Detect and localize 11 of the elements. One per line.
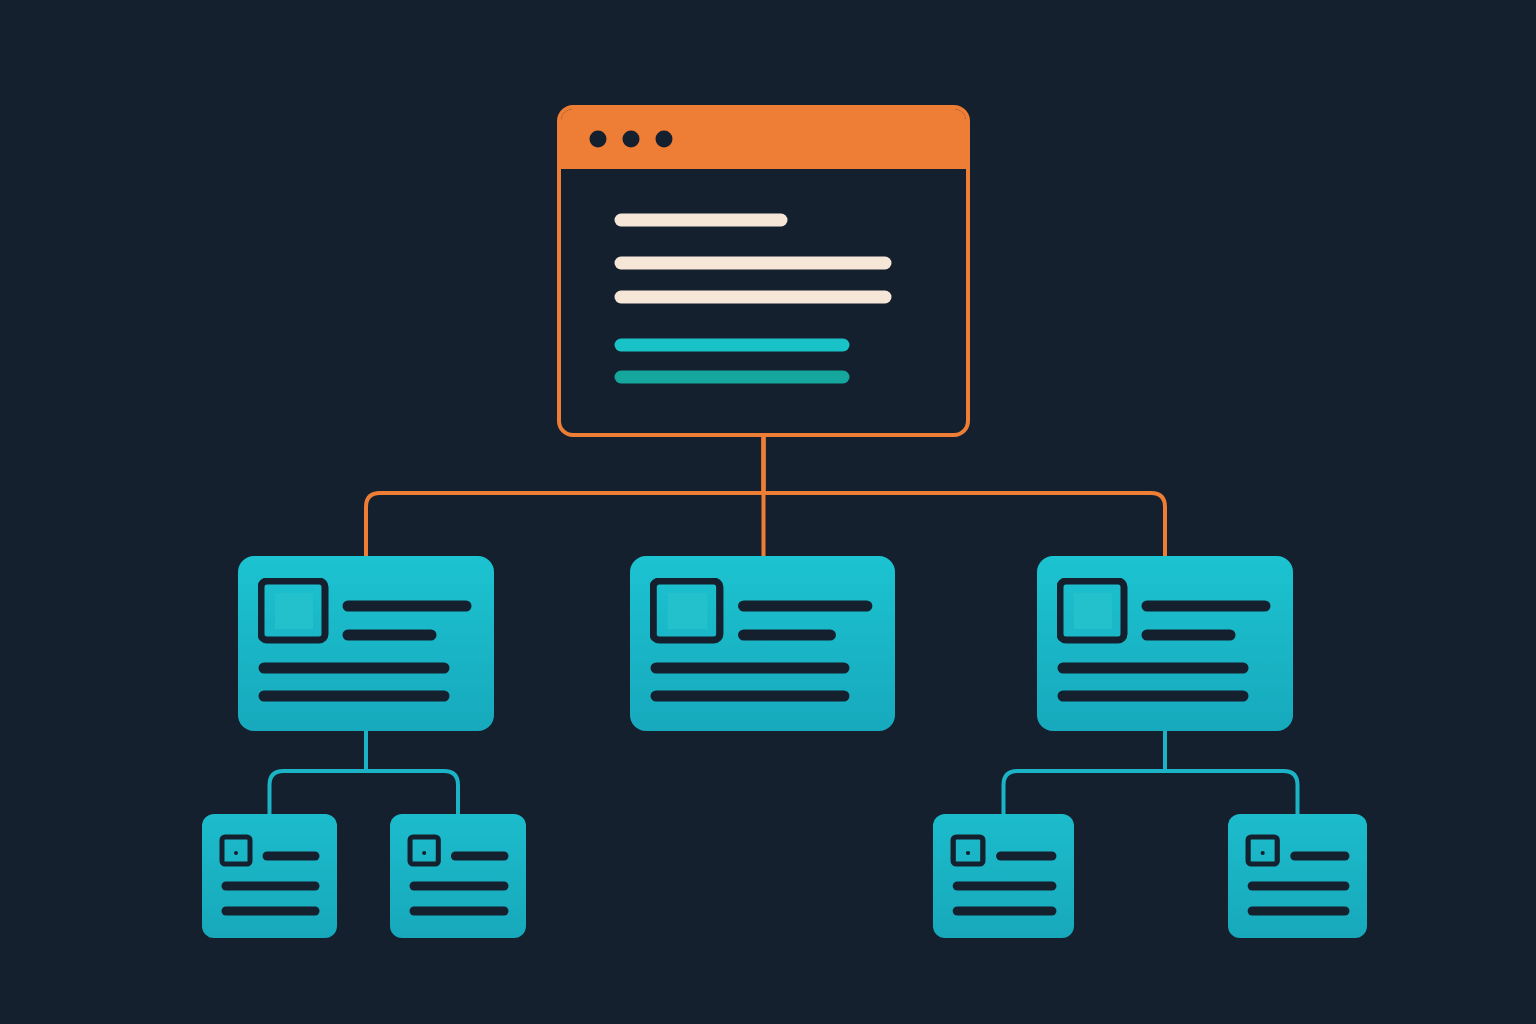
info-card [1037, 556, 1293, 731]
info-card [933, 814, 1074, 938]
info-card [390, 814, 526, 938]
info-card [202, 814, 337, 938]
connector-line [364, 731, 460, 814]
info-card [630, 556, 895, 731]
browser-window [557, 105, 970, 437]
connector-line [1163, 731, 1300, 814]
connector-line [761, 437, 1167, 556]
info-card [1228, 814, 1367, 938]
info-card [238, 556, 494, 731]
